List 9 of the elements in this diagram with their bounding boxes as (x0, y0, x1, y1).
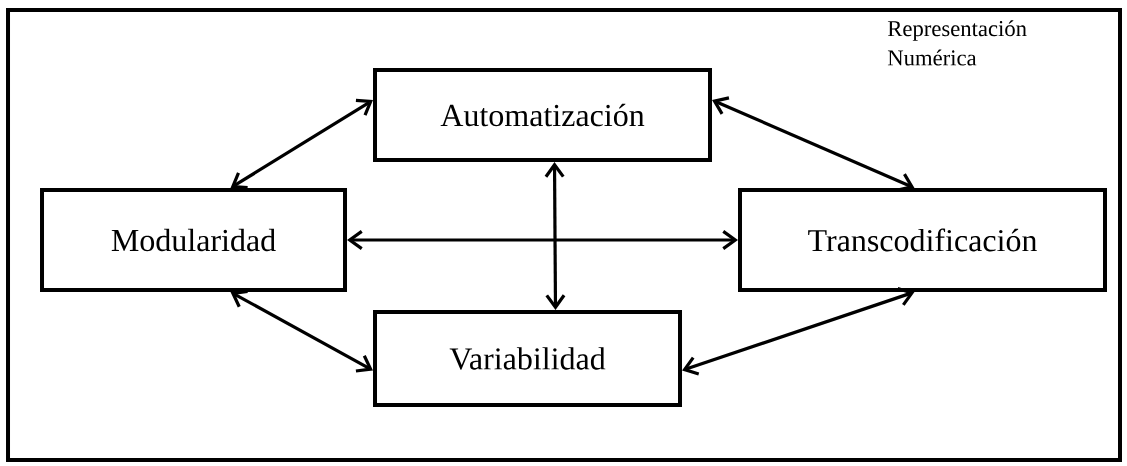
double-arrow (544, 162, 566, 310)
double-arrow (230, 289, 373, 373)
concept-box: Transcodificación (738, 188, 1107, 292)
concept-box: Variabilidad (373, 310, 682, 407)
double-arrow (347, 230, 738, 250)
double-arrow (682, 286, 915, 376)
concept-box: Modularidad (40, 188, 347, 292)
concept-box: Automatización (373, 68, 712, 162)
double-arrow (230, 98, 373, 190)
